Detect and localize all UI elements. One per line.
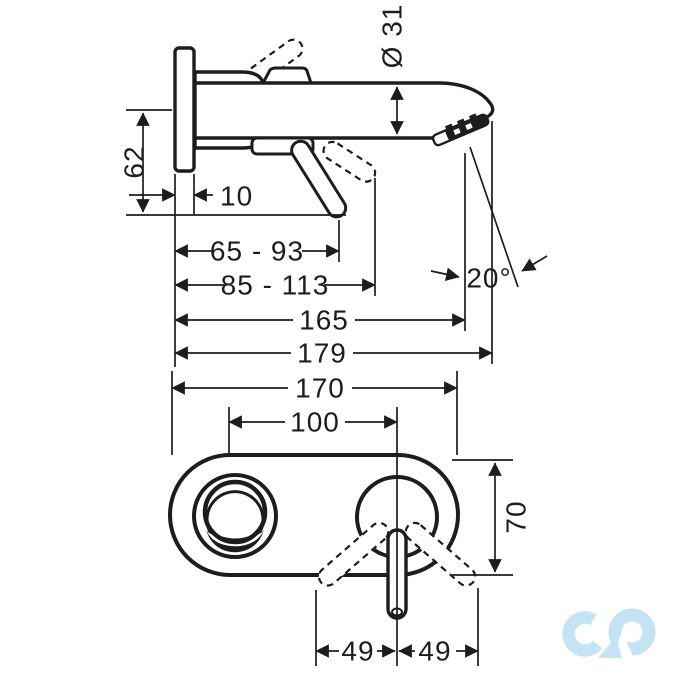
- handle-base-block-top: [261, 66, 313, 85]
- dim-65-93: 65 - 93: [174, 220, 340, 267]
- dashed-lever-outline: [322, 140, 377, 183]
- dashed-lever-outline: [404, 521, 477, 587]
- handle-swing-right-dashed: [404, 521, 477, 587]
- leader-arrow: [430, 267, 460, 281]
- wall-plate-side: [173, 46, 196, 173]
- dim-label-49-left: 49: [341, 636, 374, 667]
- logo-right-loop: [608, 608, 656, 656]
- spout-opening-front: [192, 473, 278, 559]
- side-view: Ø 31 62 10 65 - 93 85 - 1: [119, 4, 548, 369]
- angle-line: [469, 146, 519, 288]
- aerator-tooth: [468, 113, 478, 121]
- spout-inner-seam: [207, 530, 263, 541]
- dim-label-170: 170: [295, 373, 345, 404]
- handle-swing-left-dashed: [317, 521, 390, 587]
- dim-label-62: 62: [119, 145, 150, 178]
- logo-left-loop: [562, 611, 603, 657]
- aerator-tooth: [456, 118, 466, 126]
- aerator-tooth: [444, 123, 454, 131]
- dim-spout-diameter: Ø 31: [377, 4, 408, 135]
- dim-70: 70: [452, 459, 532, 576]
- dim-170: 170: [171, 371, 458, 455]
- aerator: [431, 113, 490, 147]
- dim-spray-angle: 20°: [430, 146, 548, 294]
- infinity-logo: [562, 608, 656, 658]
- dim-label-165: 165: [299, 305, 349, 336]
- dim-10: 10: [129, 174, 253, 367]
- spout-mouth-shadow: [206, 529, 264, 553]
- dashed-lever-outline: [317, 521, 390, 587]
- dim-165: 165: [174, 153, 466, 336]
- dim-179: 179: [174, 121, 493, 369]
- dim-label-angle: 20°: [466, 263, 511, 294]
- handle-swing-position-dashed: [322, 140, 377, 183]
- spout-inner-dome: [205, 490, 265, 531]
- dim-label-10: 10: [220, 181, 253, 212]
- dim-label-85-113: 85 - 113: [221, 270, 330, 301]
- bottom-view: 170 100: [168, 371, 532, 667]
- dim-label-100: 100: [290, 407, 340, 438]
- aerator-slit: [453, 128, 461, 136]
- dim-label-diameter: Ø 31: [377, 4, 408, 69]
- aerator-slit: [465, 122, 473, 130]
- leader-arrow: [521, 255, 548, 272]
- dim-85-113: 85 - 113: [174, 178, 376, 301]
- dim-label-70: 70: [501, 500, 532, 533]
- dim-label-65-93: 65 - 93: [210, 236, 304, 267]
- dim-label-49-right: 49: [418, 636, 451, 667]
- dim-label-179: 179: [297, 338, 347, 369]
- dim-49-49: 49 49: [315, 588, 479, 667]
- logo-tail: [598, 636, 622, 658]
